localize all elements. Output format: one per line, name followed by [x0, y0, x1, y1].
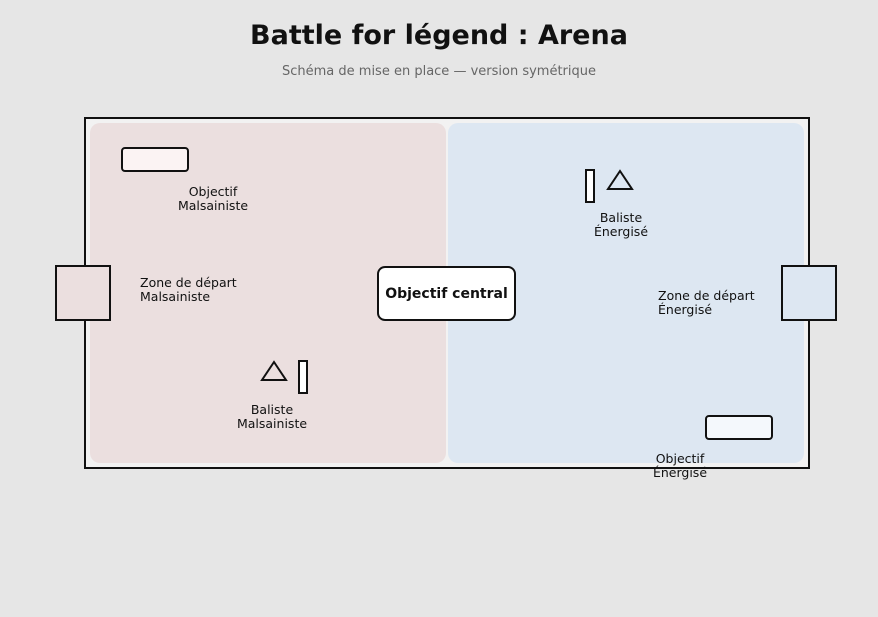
malsainiste-objective-marker	[121, 147, 189, 172]
energise-ballista-triangle-icon	[606, 169, 634, 190]
arena-boundary	[84, 117, 810, 469]
central-objective: Objectif central	[377, 266, 516, 321]
energise-objective-marker	[705, 415, 773, 440]
energise-objective-label: Objectif Énergisé	[652, 451, 708, 480]
malsainiste-ballista-triangle-icon	[260, 360, 288, 381]
energise-spawn-box	[781, 265, 837, 321]
malsainiste-spawn-box	[55, 265, 111, 321]
malsainiste-objective-label: Objectif Malsainiste	[177, 184, 249, 213]
energise-ballista-bar-icon	[585, 169, 595, 203]
energise-ballista-label: Baliste Énergisé	[593, 210, 649, 239]
diagram-title: Battle for légend : Arena	[250, 20, 628, 51]
diagram-subtitle: Schéma de mise en place — version symétr…	[282, 64, 596, 79]
malsainiste-spawn-label: Zone de départ Malsainiste	[140, 275, 237, 304]
malsainiste-ballista-bar-icon	[298, 360, 308, 394]
energise-spawn-label: Zone de départ Énergisé	[658, 288, 755, 317]
malsainiste-ballista-label: Baliste Malsainiste	[236, 402, 308, 431]
